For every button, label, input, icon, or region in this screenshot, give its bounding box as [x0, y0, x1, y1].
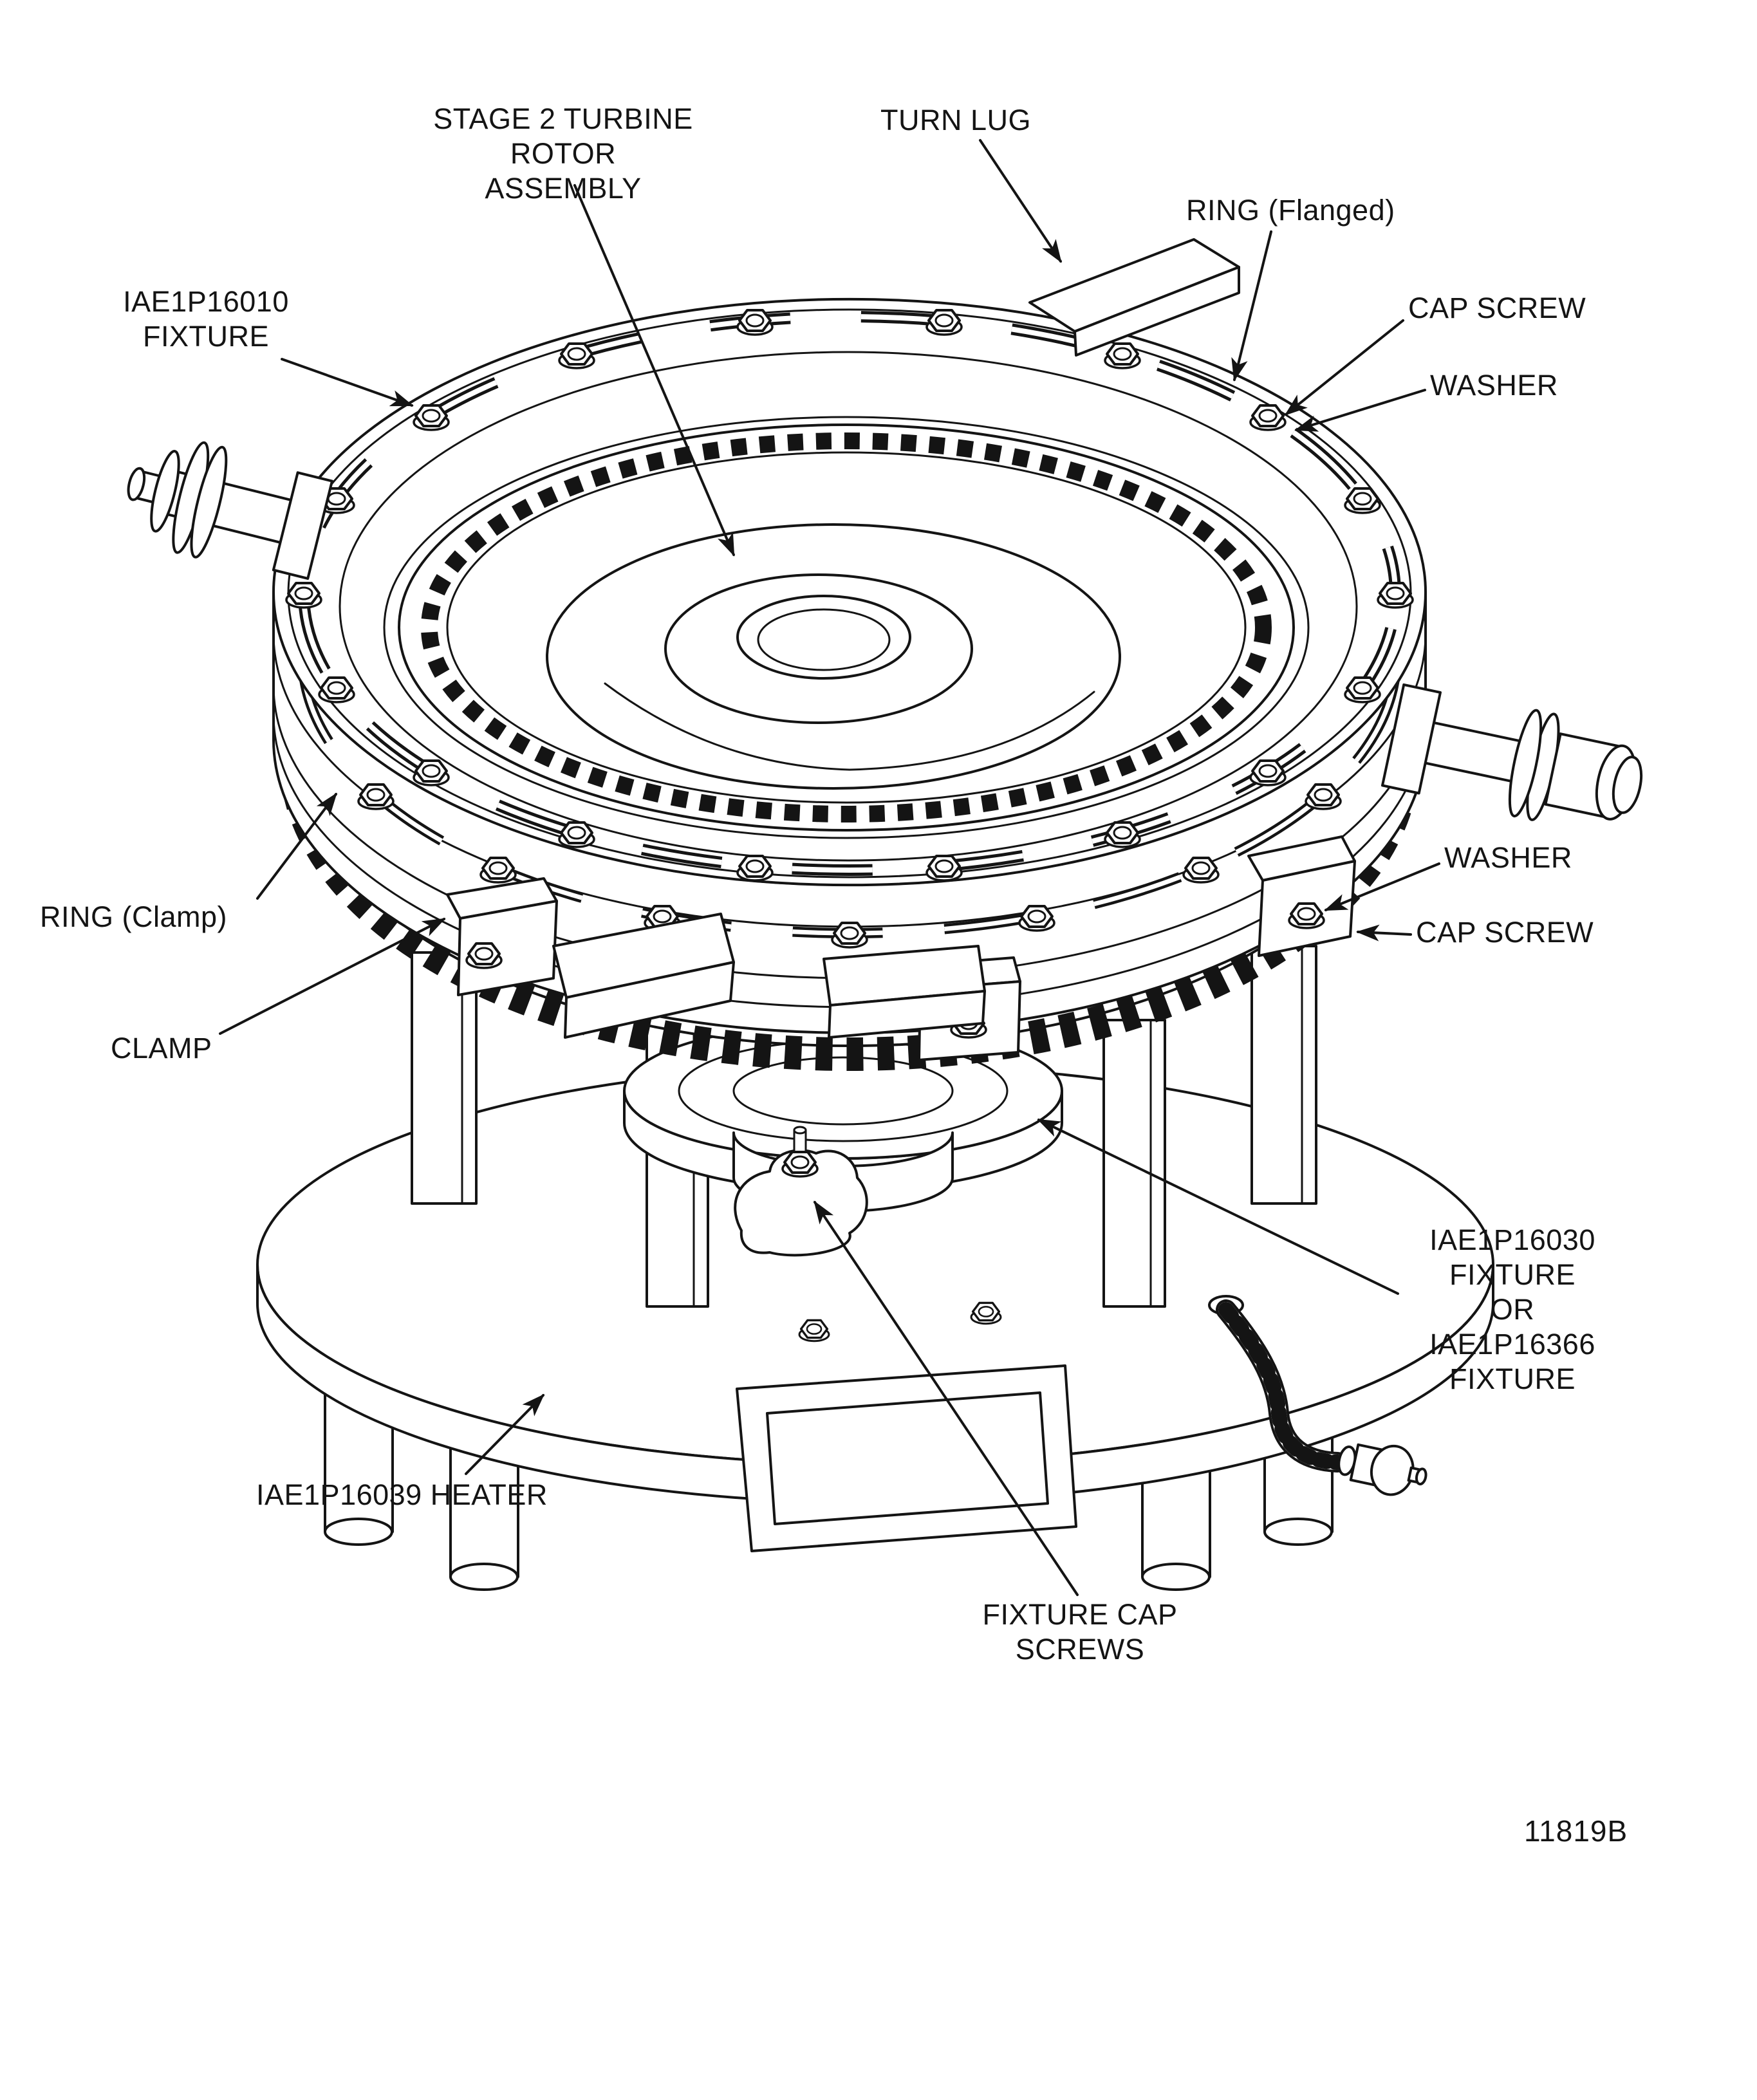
- label-ring-clamp: RING (Clamp): [40, 900, 228, 933]
- label-line: FIXTURE: [1449, 1362, 1576, 1395]
- leader-fixture-16030: [1037, 1119, 1399, 1295]
- label-line: ASSEMBLY: [485, 172, 642, 205]
- leader-rotor-assembly: [573, 184, 735, 557]
- label-stage-2-turbine-rotor-assembly: STAGE 2 TURBINE ROTOR ASSEMBLY: [380, 102, 747, 206]
- label-line: FIXTURE CAP: [982, 1598, 1178, 1631]
- label-fixture-16010: IAE1P16010 FIXTURE: [90, 284, 322, 354]
- label-cap-screw-upper: CAP SCREW: [1408, 292, 1586, 324]
- leader-turn-lug: [979, 139, 1062, 263]
- label-line: OR: [1490, 1293, 1535, 1326]
- heater-bracket: [736, 1364, 1077, 1552]
- leader-ring-flanged: [1231, 230, 1272, 382]
- label-fixture-16030: IAE1P16030 FIXTURE OR IAE1P16366 FIXTURE: [1403, 1223, 1622, 1397]
- leader-ring-clamp: [256, 792, 337, 900]
- leader-cap-screw-right: [1356, 924, 1412, 942]
- leader-fixture-cap-screws: [813, 1200, 1079, 1596]
- turn-lug-front-left: [552, 913, 735, 1039]
- hose-plug: [1337, 1443, 1427, 1496]
- trunnion-right: [1380, 683, 1643, 821]
- label-line: IAE1P16010: [123, 285, 289, 318]
- leader-clamp: [219, 918, 446, 1035]
- label-cap-screw-right: CAP SCREW: [1416, 916, 1594, 949]
- label-ring-flanged: RING (Flanged): [1186, 194, 1395, 227]
- leader-fixture-16010: [281, 358, 414, 407]
- trunnion-left: [127, 441, 333, 580]
- label-line: SCREWS: [1015, 1633, 1145, 1666]
- leader-washer-right: [1324, 862, 1440, 911]
- leader-lines: [219, 139, 1440, 1596]
- leader-cap-screw-upper: [1284, 319, 1404, 416]
- leader-heater: [465, 1393, 545, 1475]
- label-washer-right: WASHER: [1444, 841, 1572, 874]
- label-line: IAE1P16030: [1429, 1223, 1595, 1256]
- label-line: IAE1P16366: [1429, 1328, 1595, 1361]
- stage-2-rotor: [421, 432, 1272, 822]
- rotor-bowl: [546, 523, 1121, 790]
- leader-washer-upper: [1294, 389, 1426, 432]
- label-clamp: CLAMP: [111, 1032, 212, 1064]
- label-heater: IAE1P16039 HEATER: [256, 1478, 548, 1511]
- label-turn-lug: TURN LUG: [880, 104, 1032, 136]
- heater-hose: [1208, 1295, 1348, 1473]
- label-washer-upper: WASHER: [1430, 369, 1558, 402]
- turn-lug-top: [1028, 238, 1240, 357]
- figure-number: 11819B: [1524, 1814, 1628, 1848]
- turn-lug-front-center: [823, 945, 986, 1039]
- label-line: STAGE 2 TURBINE ROTOR: [433, 102, 693, 170]
- label-line: FIXTURE: [1449, 1258, 1576, 1291]
- label-fixture-cap-screws: FIXTURE CAP SCREWS: [958, 1597, 1202, 1667]
- label-line: FIXTURE: [142, 320, 269, 353]
